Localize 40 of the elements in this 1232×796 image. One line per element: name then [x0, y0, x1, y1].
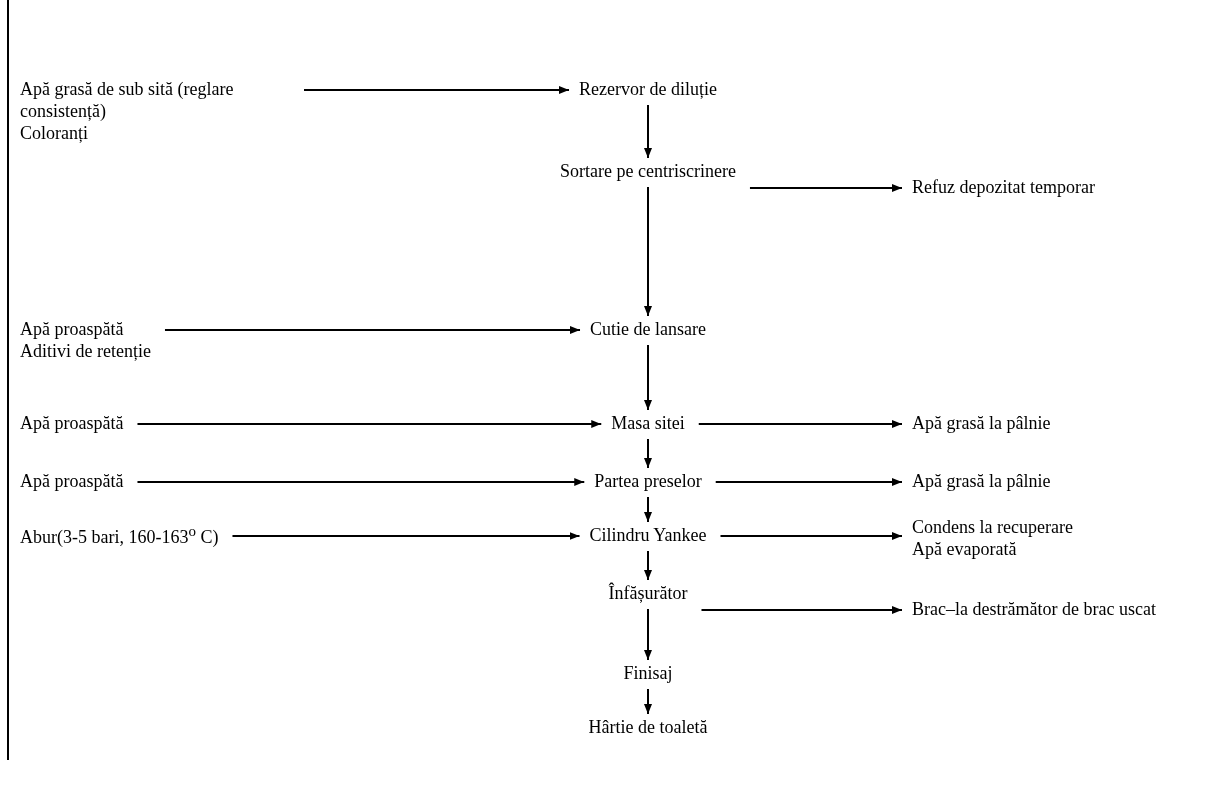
process-step-label: Masa sitei: [560, 412, 736, 434]
process-step-label: Hârtie de toaletă: [560, 716, 736, 738]
arrow: [644, 688, 652, 715]
arrow: [719, 532, 903, 540]
process-step-label: Cilindru Yankee: [560, 524, 736, 546]
arrow: [231, 532, 581, 540]
arrow: [697, 420, 903, 428]
input-label: Abur(3-5 bari, 160-163$^{o}$ C): [20, 520, 219, 548]
process-step-label: Rezervor de diluție: [560, 78, 736, 100]
arrow: [644, 344, 652, 411]
arrow: [136, 478, 586, 486]
arrow: [644, 186, 652, 317]
arrow: [644, 608, 652, 661]
output-label: Apă grasă la pâlnie: [912, 412, 1051, 434]
output-label: Apă grasă la pâlnie: [912, 470, 1051, 492]
arrow: [303, 86, 570, 94]
input-label: Apă proaspătă: [20, 470, 124, 492]
process-step-label: Cutie de lansare: [560, 318, 736, 340]
output-label: Apă evaporată: [912, 538, 1018, 560]
output-label: Condens la recuperare: [912, 516, 1073, 538]
process-step-label: Finisaj: [560, 662, 736, 684]
input-label: Coloranți: [20, 122, 89, 144]
output-label: Refuz depozitat temporar: [912, 176, 1095, 198]
arrow: [644, 550, 652, 581]
input-label: Aditivi de retenție: [20, 340, 151, 362]
output-label: Brac–la destrămător de brac uscat: [912, 598, 1156, 620]
arrow: [163, 326, 581, 334]
input-label: Apă proaspătă: [20, 412, 124, 434]
arrow: [748, 184, 903, 192]
process-step-label: Înfășurător: [560, 582, 736, 604]
input-label: Apă proaspătă: [20, 318, 125, 340]
arrow: [644, 438, 652, 469]
process-step-label: Sortare pe centriscrinere: [560, 160, 736, 182]
arrow: [714, 478, 903, 486]
arrow: [644, 104, 652, 159]
input-label: Apă grasă de sub sită (reglare consistență): [20, 78, 235, 122]
arrow: [644, 496, 652, 523]
process-step-label: Partea preselor: [560, 470, 736, 492]
arrow: [136, 420, 603, 428]
arrow: [700, 606, 903, 614]
